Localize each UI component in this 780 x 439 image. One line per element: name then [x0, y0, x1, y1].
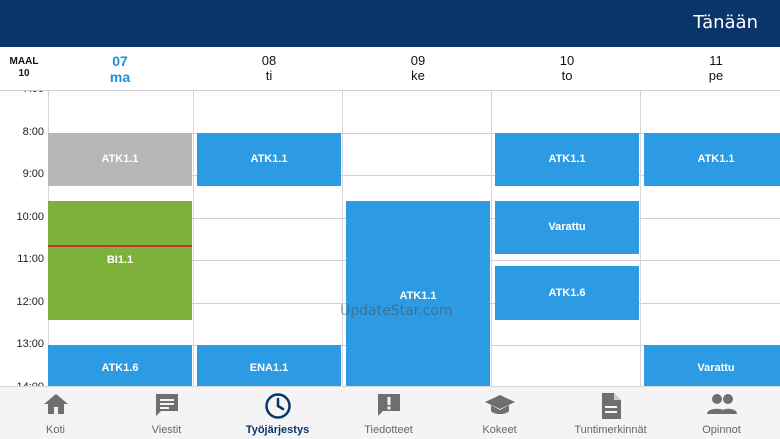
hour-line — [48, 90, 780, 91]
tab-tuntimerkinnät[interactable]: Tuntimerkinnät — [555, 387, 666, 439]
day-date: 11 — [709, 53, 723, 68]
week-label-line1: MAAL — [9, 56, 39, 67]
lesson-title: BI1.1 — [106, 254, 134, 266]
people-icon — [666, 392, 777, 422]
lesson-title: Varattu — [548, 221, 586, 234]
tab-tiedotteet[interactable]: Tiedotteet — [333, 387, 444, 439]
lesson-block[interactable]: Varattu — [644, 345, 780, 386]
tab-label: Tuntimerkinnät — [574, 424, 647, 436]
time-label: 8:00 — [22, 125, 44, 138]
tab-koti[interactable]: Koti — [0, 387, 111, 439]
announcement-icon — [333, 392, 444, 422]
day-date: 09 — [410, 53, 426, 68]
tab-label: Työjärjestys — [245, 424, 310, 436]
lesson-block[interactable]: ATK1.1 — [48, 132, 192, 186]
day-date: 07 — [112, 53, 128, 69]
tab-label: Kokeet — [482, 424, 517, 436]
lesson-title: ATK1.1 — [101, 153, 139, 166]
home-icon — [0, 392, 111, 422]
lesson-block[interactable]: ATK1.1 — [197, 132, 341, 186]
clock-icon — [222, 392, 333, 422]
watermark: UpdateStar.com — [340, 303, 453, 319]
day-weekday: ke — [411, 68, 425, 83]
column-divider — [491, 91, 492, 386]
lesson-block[interactable]: Varattu — [495, 200, 639, 254]
day-weekday: to — [561, 68, 573, 83]
lesson-block[interactable]: ATK1.6 — [48, 345, 192, 386]
lesson-title: Varattu — [697, 362, 735, 374]
lesson-block[interactable]: ATK1.1 — [495, 132, 639, 186]
today-button[interactable]: Tänään — [693, 12, 758, 33]
tab-label: Viestit — [151, 424, 182, 436]
lesson-block[interactable]: ATK1.1 — [346, 200, 490, 386]
day-weekday: pe — [708, 68, 724, 83]
week-label-line2: 10 — [18, 68, 30, 79]
bottom-tab-bar: Koti Viestit Työjärjestys Tiedotteet Kokeet T… — [0, 386, 780, 439]
column-divider — [193, 91, 194, 386]
day-date: 08 — [261, 53, 277, 68]
tab-työjärjestys[interactable]: Työjärjestys — [222, 387, 333, 439]
current-time-line — [48, 245, 192, 248]
tab-label: Koti — [46, 424, 65, 436]
lesson-title: ENA1.1 — [249, 362, 289, 374]
hour-line — [48, 175, 780, 176]
time-label: 14:00 — [0, 381, 44, 387]
tab-opinnot[interactable]: Opinnot — [666, 387, 777, 439]
time-label: 7:00 — [0, 91, 44, 95]
day-weekday: ma — [109, 69, 131, 85]
tab-kokeet[interactable]: Kokeet — [444, 387, 555, 439]
document-icon — [555, 392, 666, 422]
lesson-title: ATK1.1 — [399, 289, 437, 302]
week-label: MAAL 10 — [0, 56, 48, 80]
lesson-block[interactable]: ATK1.1 — [644, 132, 780, 186]
day-weekday: ti — [265, 68, 273, 83]
column-divider — [342, 91, 343, 386]
graduation-cap-icon — [444, 392, 555, 422]
message-icon — [111, 392, 222, 422]
timetable-grid: 7:00 8:00 9:00 10:00 11:00 12:00 13:00 14:00 ATK… — [0, 90, 780, 386]
time-label: 12:00 — [16, 295, 44, 308]
time-label: 9:00 — [22, 168, 44, 180]
lesson-block[interactable]: ATK1.6 — [495, 266, 639, 320]
top-bar: Tänään — [0, 0, 780, 47]
time-label: 11:00 — [17, 253, 44, 265]
tab-label: Tiedotteet — [364, 424, 413, 436]
hour-line — [48, 132, 780, 134]
time-label: 10:00 — [16, 210, 44, 223]
day-date: 10 — [559, 53, 575, 68]
lesson-title: ATK1.1 — [697, 153, 735, 166]
lesson-title: ATK1.1 — [548, 153, 586, 166]
lesson-title: ATK1.6 — [101, 362, 139, 374]
lesson-block[interactable]: BI1.1 — [48, 200, 192, 320]
lesson-title: ATK1.1 — [250, 153, 288, 166]
column-divider — [640, 91, 641, 386]
lesson-block[interactable]: ENA1.1 — [197, 345, 341, 386]
time-label: 13:00 — [16, 338, 44, 350]
lesson-title: ATK1.6 — [548, 286, 586, 299]
tab-label: Opinnot — [702, 424, 741, 436]
tab-viestit[interactable]: Viestit — [111, 387, 222, 439]
